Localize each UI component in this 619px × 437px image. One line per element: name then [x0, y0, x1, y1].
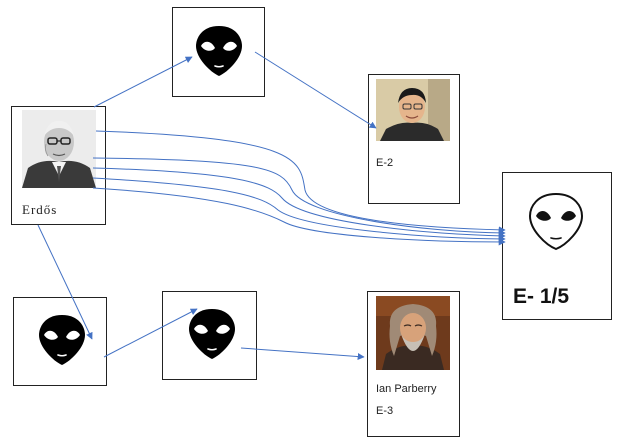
person-node-e2: E-2	[368, 74, 460, 204]
alien-node-bottom-middle	[162, 291, 257, 380]
alien-node-top	[172, 7, 265, 97]
target-number: E- 1/5	[513, 285, 570, 308]
arrow-bottom-middle-to-e3	[240, 347, 365, 361]
erdos-photo	[22, 110, 96, 188]
alien-outline-icon	[528, 192, 584, 251]
arrow-erdos-to-target-5	[92, 187, 506, 246]
person-photo-e2	[376, 79, 450, 141]
person-name-e3: Ian Parberry	[376, 383, 437, 395]
alien-node-bottom-left	[13, 297, 107, 386]
person-photo-e3	[376, 296, 450, 370]
arrow-top-alien-to-e2	[254, 51, 377, 129]
target-node: E- 1/5	[502, 172, 612, 320]
arrow-erdos-to-top-alien	[93, 56, 193, 108]
person-node-e3: Ian Parberry E-3	[367, 291, 460, 437]
arrow-erdos-to-target-2	[92, 157, 506, 237]
erdos-label: Erdős	[22, 202, 58, 217]
alien-icon	[196, 26, 242, 76]
alien-icon	[189, 309, 235, 359]
alien-icon	[39, 315, 85, 365]
arrow-erdos-to-target-3	[92, 167, 506, 240]
erdos-node: Erdős	[11, 106, 106, 225]
arrow-erdos-to-target-1	[95, 130, 506, 234]
arrow-bottom-left-to-bottom-middle	[103, 308, 198, 358]
arrow-erdos-to-target-4	[92, 177, 506, 243]
person-number-e3: E-3	[376, 405, 394, 417]
person-number-e2: E-2	[376, 157, 394, 169]
arrow-erdos-to-bottom-left-alien	[37, 224, 93, 340]
